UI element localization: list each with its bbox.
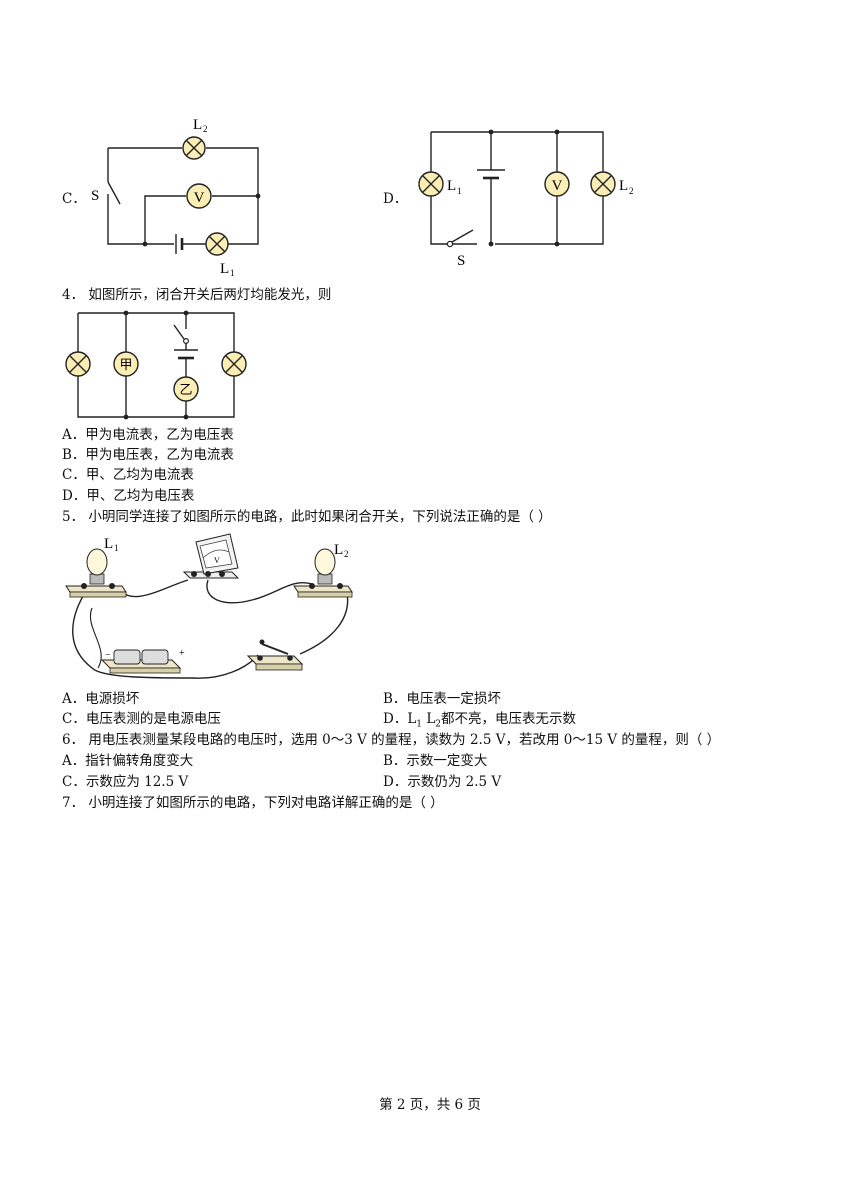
q3-option-d-label: D． [383, 191, 408, 207]
q3-figure-d: V L 1 L 2 S [418, 129, 634, 269]
q5-option-d-sub2: 2 [435, 719, 442, 730]
q4-figure: 甲 乙 [65, 310, 247, 420]
q5-lamp-l1-icon [65, 548, 127, 598]
q6-option-d[interactable]: D．示数仍为 2.5 V [383, 774, 502, 790]
q5-option-d-prefix: D．L [383, 711, 417, 727]
q3-figure-c: V L 2 S L 1 [91, 117, 261, 278]
svg-text:+: + [179, 648, 185, 659]
q3c-voltmeter-icon: V [186, 183, 212, 209]
q5-lamp-l2-icon [293, 548, 353, 598]
q3c-lamp-l1-icon [205, 232, 229, 256]
q5-option-d-mid: L [422, 711, 436, 727]
svg-text:V: V [214, 556, 220, 565]
svg-text:2: 2 [344, 549, 349, 559]
q5-figure: V − + L 1 L 2 [65, 533, 353, 679]
q6-option-b[interactable]: B．示数一定变大 [383, 753, 488, 769]
q3-option-c-label: C． [62, 191, 86, 207]
svg-text:L: L [334, 542, 343, 558]
svg-text:甲: 甲 [119, 358, 132, 373]
svg-text:S: S [91, 188, 99, 204]
q6-stem: 6． 用电压表测量某段电路的电压时，选用 0～3 V 的量程，读数为 2.5 V… [62, 732, 721, 748]
q5-option-a[interactable]: A．电源损坏 [62, 691, 140, 707]
q3c-lamp-l2-icon [182, 136, 206, 160]
q5-option-d-suffix: 都不亮，电压表无示数 [441, 711, 577, 727]
svg-text:L: L [619, 178, 628, 194]
q4-option-a[interactable]: A．甲为电流表，乙为电压表 [62, 427, 234, 443]
q5-option-d[interactable]: D．L1 L2都不亮，电压表无示数 [383, 710, 576, 734]
svg-text:1: 1 [230, 268, 235, 278]
q3d-lamp-l2-icon [590, 171, 616, 197]
svg-text:S: S [457, 253, 465, 269]
svg-text:L: L [193, 117, 202, 133]
svg-text:1: 1 [114, 543, 119, 553]
q3d-voltmeter-icon: V [544, 171, 570, 197]
q3d-lamp-l1-icon [418, 171, 444, 197]
q5-voltmeter-icon: V [182, 533, 240, 579]
q4-meter-jia-icon: 甲 [113, 351, 139, 377]
svg-text:2: 2 [203, 124, 208, 134]
svg-text:1: 1 [457, 186, 462, 196]
q5-stem: 5． 小明同学连接了如图所示的电路，此时如果闭合开关，下列说法正确的是（ ） [62, 509, 552, 525]
q6-option-c[interactable]: C．示数应为 12.5 V [62, 774, 189, 790]
svg-text:L: L [220, 261, 229, 277]
svg-text:V: V [552, 178, 563, 194]
svg-text:乙: 乙 [179, 383, 192, 398]
q5-option-d-sub1: 1 [416, 719, 423, 730]
q5-switch-icon [246, 639, 304, 671]
q4-option-b[interactable]: B．甲为电压表，乙为电流表 [62, 447, 234, 463]
svg-text:L: L [447, 178, 456, 194]
q5-option-c[interactable]: C．电压表测的是电源电压 [62, 711, 221, 727]
q4-lamp-right-icon [221, 351, 247, 377]
q4-meter-yi-icon: 乙 [173, 376, 199, 402]
svg-text:2: 2 [629, 186, 634, 196]
svg-text:−: − [105, 650, 111, 661]
q4-option-c[interactable]: C．甲、乙均为电流表 [62, 467, 194, 483]
q5-battery-icon: − + [100, 648, 185, 674]
q4-lamp-left-icon [65, 351, 91, 377]
page-footer: 第 2 页，共 6 页 [379, 1097, 481, 1113]
q6-option-a[interactable]: A．指针偏转角度变大 [62, 753, 194, 769]
q4-option-d[interactable]: D．甲、乙均为电压表 [62, 488, 195, 504]
q7-stem: 7． 小明连接了如图所示的电路，下列对电路详解正确的是（ ） [62, 795, 444, 811]
q4-stem: 4． 如图所示，闭合开关后两灯均能发光，则 [62, 287, 332, 303]
svg-text:V: V [194, 190, 205, 206]
svg-text:L: L [104, 536, 113, 552]
q5-option-b[interactable]: B．电压表一定损坏 [383, 691, 501, 707]
